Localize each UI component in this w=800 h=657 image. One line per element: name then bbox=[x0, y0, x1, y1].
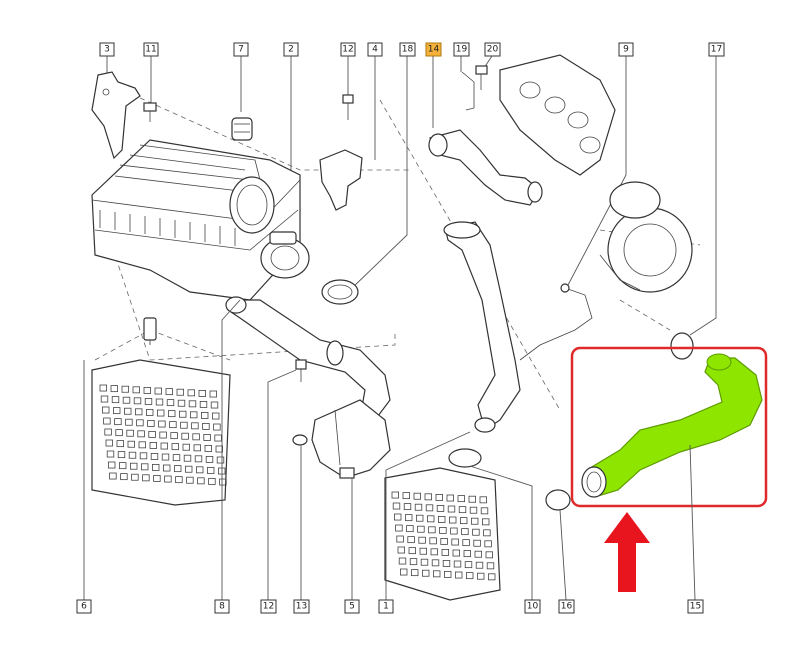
label-12-top[interactable]: 12 bbox=[340, 42, 356, 57]
label-20[interactable]: 20 bbox=[484, 42, 501, 57]
label-18[interactable]: 18 bbox=[399, 42, 416, 57]
up-arrow-icon bbox=[604, 512, 650, 592]
clamp-16 bbox=[545, 489, 571, 511]
svg-text:20: 20 bbox=[487, 45, 499, 55]
nut-13 bbox=[292, 434, 308, 446]
label-4[interactable]: 4 bbox=[367, 42, 383, 57]
label-3[interactable]: 3 bbox=[99, 42, 115, 57]
svg-text:15: 15 bbox=[690, 602, 701, 612]
hose-1 bbox=[444, 221, 521, 431]
svg-text:19: 19 bbox=[456, 45, 468, 55]
svg-text:10: 10 bbox=[527, 602, 539, 612]
sensor-6 bbox=[143, 317, 157, 341]
intercooler-left bbox=[91, 359, 231, 506]
svg-text:6: 6 bbox=[81, 602, 87, 612]
air-filter-box bbox=[91, 139, 301, 301]
label-13[interactable]: 13 bbox=[293, 599, 310, 614]
clamp-18 bbox=[321, 279, 359, 305]
turbocharger bbox=[599, 181, 693, 293]
hose-15-highlighted[interactable] bbox=[589, 357, 763, 497]
hose-8 bbox=[227, 299, 391, 421]
svg-text:8: 8 bbox=[219, 602, 225, 612]
label-5[interactable]: 5 bbox=[344, 599, 360, 614]
air-flow-meter-2 bbox=[260, 231, 310, 279]
svg-text:9: 9 bbox=[623, 45, 629, 55]
svg-text:12: 12 bbox=[263, 602, 274, 612]
svg-text:4: 4 bbox=[372, 45, 378, 55]
svg-text:13: 13 bbox=[296, 602, 307, 612]
svg-text:3: 3 bbox=[104, 45, 110, 55]
label-17[interactable]: 17 bbox=[708, 42, 725, 57]
clamp-10 bbox=[448, 448, 482, 468]
svg-text:14: 14 bbox=[428, 45, 440, 55]
svg-text:18: 18 bbox=[402, 45, 414, 55]
svg-text:5: 5 bbox=[349, 602, 355, 612]
svg-text:2: 2 bbox=[288, 45, 294, 55]
label-7[interactable]: 7 bbox=[233, 42, 249, 57]
connector-7 bbox=[231, 117, 253, 141]
intercooler-right bbox=[384, 467, 501, 601]
bracket-3 bbox=[91, 71, 141, 160]
svg-text:11: 11 bbox=[145, 45, 156, 55]
bolt-20 bbox=[475, 65, 488, 90]
intake-manifold bbox=[499, 54, 616, 176]
bracket-4 bbox=[319, 149, 363, 211]
highlight-box bbox=[570, 346, 768, 508]
svg-text:17: 17 bbox=[711, 45, 722, 55]
pipe-19 bbox=[461, 71, 475, 111]
svg-text:16: 16 bbox=[561, 602, 573, 612]
label-8[interactable]: 8 bbox=[214, 599, 230, 614]
label-6[interactable]: 6 bbox=[76, 599, 92, 614]
label-19[interactable]: 19 bbox=[453, 42, 470, 57]
label-12-bottom[interactable]: 12 bbox=[260, 599, 277, 614]
label-1[interactable]: 1 bbox=[378, 599, 394, 614]
resonator-5 bbox=[311, 399, 391, 479]
bolt-12-top bbox=[342, 94, 354, 120]
svg-text:12: 12 bbox=[342, 45, 353, 55]
svg-text:7: 7 bbox=[238, 45, 244, 55]
pipe-9 bbox=[519, 287, 593, 361]
label-16[interactable]: 16 bbox=[558, 599, 575, 614]
svg-text:1: 1 bbox=[383, 602, 389, 612]
clamp-17 bbox=[670, 332, 694, 360]
label-9[interactable]: 9 bbox=[618, 42, 634, 57]
bolt-12-bottom bbox=[295, 359, 307, 382]
label-2[interactable]: 2 bbox=[283, 42, 299, 57]
bolt-11 bbox=[143, 102, 157, 122]
label-15[interactable]: 15 bbox=[687, 599, 704, 614]
label-14[interactable]: 14 bbox=[425, 42, 442, 57]
label-10[interactable]: 10 bbox=[524, 599, 541, 614]
label-11[interactable]: 11 bbox=[143, 42, 159, 57]
